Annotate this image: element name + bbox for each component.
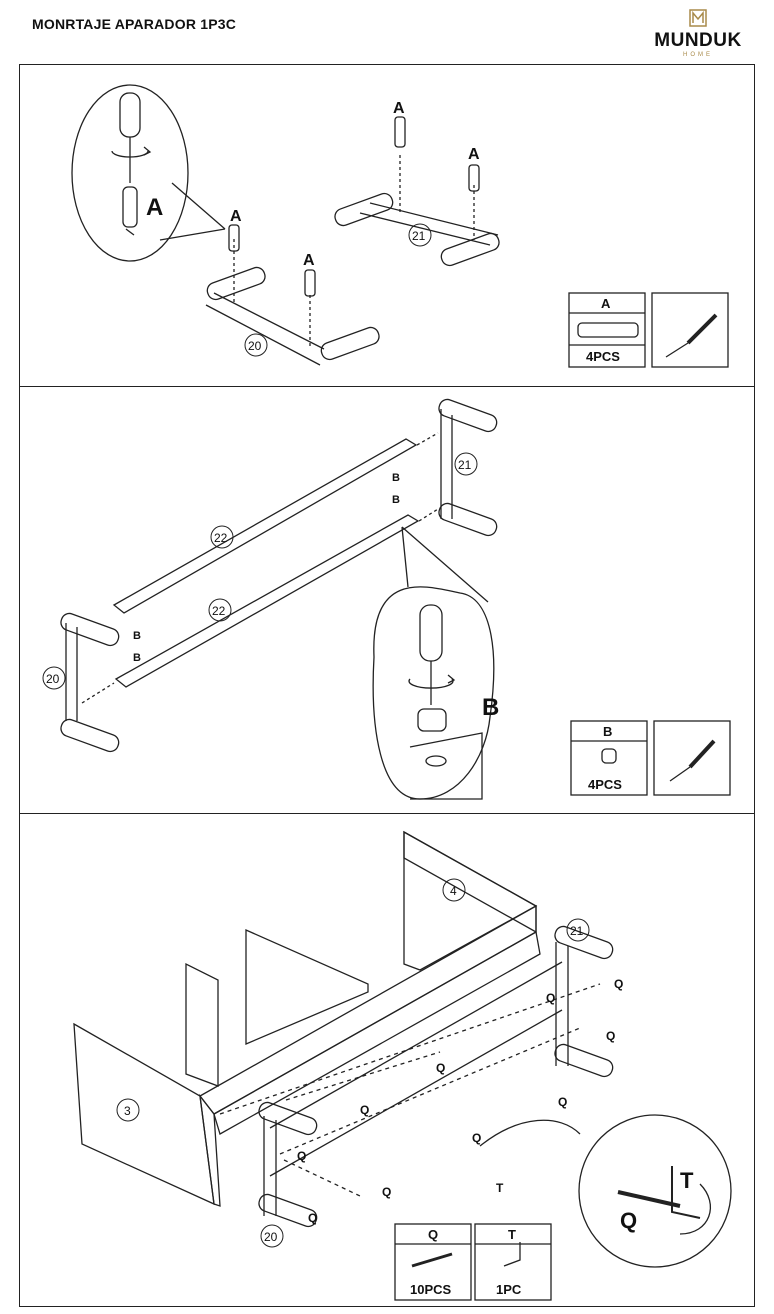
page-title: MONRTAJE APARADOR 1P3C	[32, 16, 237, 32]
legend-code: B	[603, 724, 612, 739]
callout-label: A	[468, 146, 480, 163]
callout-label: A	[393, 100, 405, 117]
callout-label: B	[133, 652, 141, 664]
tool-screwdriver-icon	[688, 739, 716, 769]
callout-label: Q	[614, 977, 623, 991]
part-number: 22	[212, 604, 226, 618]
step-2-panel: B B B B B 21 22 22 20 B 4PCS	[19, 386, 755, 814]
screwdriver-icon	[419, 604, 443, 662]
callout-label: B	[392, 494, 400, 506]
part-number: 21	[412, 229, 426, 243]
part-number: 20	[46, 672, 60, 686]
callout-label: Q	[606, 1029, 615, 1043]
callout-label: Q	[360, 1103, 369, 1117]
part-number: 20	[248, 339, 262, 353]
brand-logo: MUNDUK HOME	[648, 8, 748, 58]
callout-label: A	[146, 194, 163, 221]
callout-label: B	[482, 694, 499, 721]
callout-label: B	[392, 472, 400, 484]
callout-label: Q	[546, 991, 555, 1005]
callout-label: Q	[297, 1149, 306, 1163]
legend-qty: 10PCS	[410, 1282, 452, 1297]
part-number: 21	[458, 458, 472, 472]
brand-subtitle: HOME	[683, 52, 713, 58]
callout-label: A	[230, 208, 242, 225]
part-number: 21	[570, 924, 584, 938]
part-number: 4	[450, 884, 457, 898]
callout-label: T	[680, 1168, 694, 1193]
legend-code: Q	[428, 1227, 438, 1242]
legend-qty: 1PC	[496, 1282, 522, 1297]
callout-label: Q	[472, 1131, 481, 1145]
callout-label: Q	[382, 1185, 391, 1199]
step-1-illustration: A A A A A 20 21 A 4PCS	[71, 84, 729, 368]
brand-name: MUNDUK	[654, 30, 742, 51]
callout-label: Q	[436, 1061, 445, 1075]
part-number: 22	[214, 531, 228, 545]
part-number: 20	[264, 1230, 278, 1244]
legend-code: T	[508, 1227, 516, 1242]
legend-qty: 4PCS	[588, 777, 622, 792]
step-2-illustration: B B B B B 21 22 22 20 B 4PCS	[42, 398, 731, 800]
zoom-bubble	[71, 84, 189, 262]
callout-label: Q	[308, 1211, 317, 1225]
callout-label: B	[133, 630, 141, 642]
step-1-panel: A A A A A 20 21 A 4PCS	[19, 64, 755, 387]
callout-label: Q	[620, 1208, 637, 1233]
callout-label: A	[303, 252, 315, 269]
step-3-panel: Q Q Q Q Q Q Q Q Q Q T T Q 4 21 3 20 Q 10…	[19, 813, 755, 1307]
legend-qty: 4PCS	[586, 349, 620, 364]
tool-screwdriver-icon	[686, 313, 718, 345]
callout-label: Q	[558, 1095, 567, 1109]
step-3-illustration: Q Q Q Q Q Q Q Q Q Q T T Q 4 21 3 20 Q 10…	[73, 830, 732, 1301]
callout-label: T	[496, 1181, 504, 1195]
part-number: 3	[124, 1104, 131, 1118]
legend-code: A	[601, 296, 611, 311]
logo-mark-icon	[689, 9, 707, 27]
screwdriver-icon	[119, 92, 141, 138]
